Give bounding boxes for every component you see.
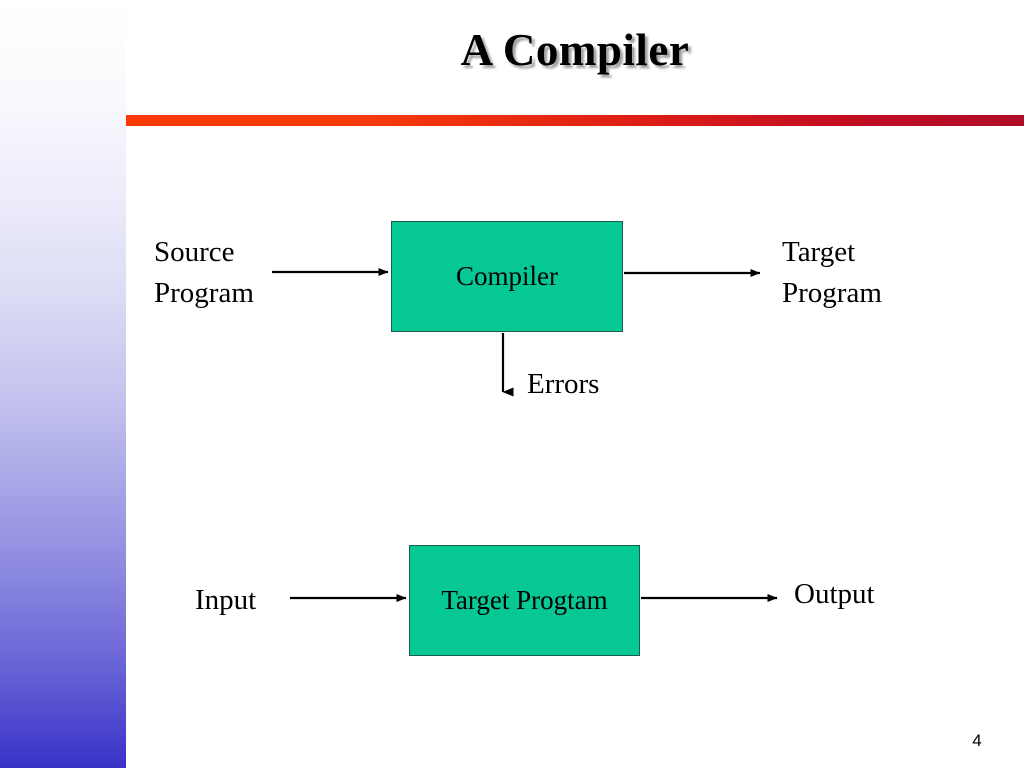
label-target-program: Target Program (782, 236, 882, 309)
label-errors: Errors (527, 368, 600, 400)
label-output: Output (794, 578, 875, 610)
node-compiler-label: Compiler (456, 261, 558, 291)
page-title: A Compiler (460, 25, 690, 75)
node-target-program-label: Target Progtam (441, 585, 608, 615)
node-target-program: Target Progtam (409, 545, 640, 656)
node-compiler: Compiler (391, 221, 623, 332)
title-divider-rule (126, 115, 1024, 126)
label-input: Input (195, 584, 257, 616)
slide-number: 4 (972, 731, 982, 750)
sidebar-gradient-band (0, 0, 126, 768)
label-source-program: Source Program (154, 236, 254, 309)
